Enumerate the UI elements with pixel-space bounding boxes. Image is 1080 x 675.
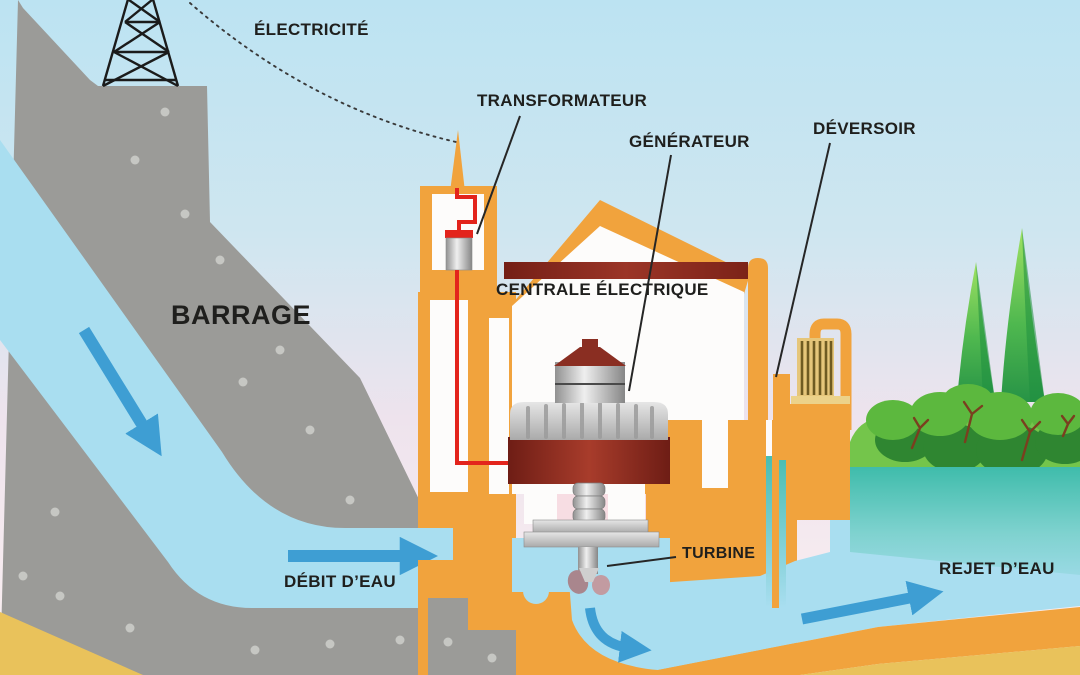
- tailrace-water: [512, 467, 1080, 670]
- turbine-runner-icon: [567, 568, 610, 595]
- label-electricite: ÉLECTRICITÉ: [254, 20, 369, 39]
- label-rejet-eau: REJET D’EAU: [939, 559, 1055, 578]
- ground-tan-left: [0, 612, 143, 675]
- penstock-water: [0, 140, 460, 608]
- transformer-icon: [445, 188, 509, 465]
- label-generateur: GÉNÉRATEUR: [629, 132, 750, 151]
- transformer-spike: [450, 130, 465, 192]
- dam-foot: [428, 598, 516, 675]
- crane-beam: [504, 262, 748, 279]
- generateur-pointer-line: [628, 154, 672, 392]
- wall-window-right: [702, 420, 728, 488]
- label-pointer-lines: [476, 115, 831, 567]
- label-turbine: TURBINE: [682, 545, 756, 562]
- label-centrale-electrique: CENTRALE ÉLECTRIQUE: [496, 280, 709, 299]
- label-deversoir: DÉVERSOIR: [813, 119, 916, 138]
- rejet-eau-arrow: [800, 580, 944, 625]
- turbine-pointer-line: [606, 556, 677, 567]
- label-debit-eau: DÉBIT D’EAU: [284, 572, 396, 591]
- transformer-cable: [455, 270, 509, 465]
- wall-slot-mid: [489, 318, 509, 494]
- deversoir-pointer-line: [775, 142, 831, 378]
- label-barrage: BARRAGE: [171, 300, 312, 330]
- wall-slot-left: [430, 300, 468, 492]
- penstock-flow-arrow: [78, 326, 162, 457]
- transformateur-pointer-line: [476, 115, 521, 235]
- power-pylon-icon: [101, 0, 180, 88]
- draft-tube-arrow: [585, 607, 652, 663]
- ground-orange-right: [620, 607, 1080, 675]
- spillway-icon: [766, 318, 852, 608]
- cypress-trees-icon: [957, 228, 1045, 402]
- bushes-icon: [866, 384, 1080, 476]
- electricity-wire: [189, 2, 457, 143]
- label-transformateur: TRANSFORMATEUR: [477, 91, 648, 110]
- turbine-shaft: [523, 482, 660, 574]
- ground-tan-right: [800, 646, 1080, 675]
